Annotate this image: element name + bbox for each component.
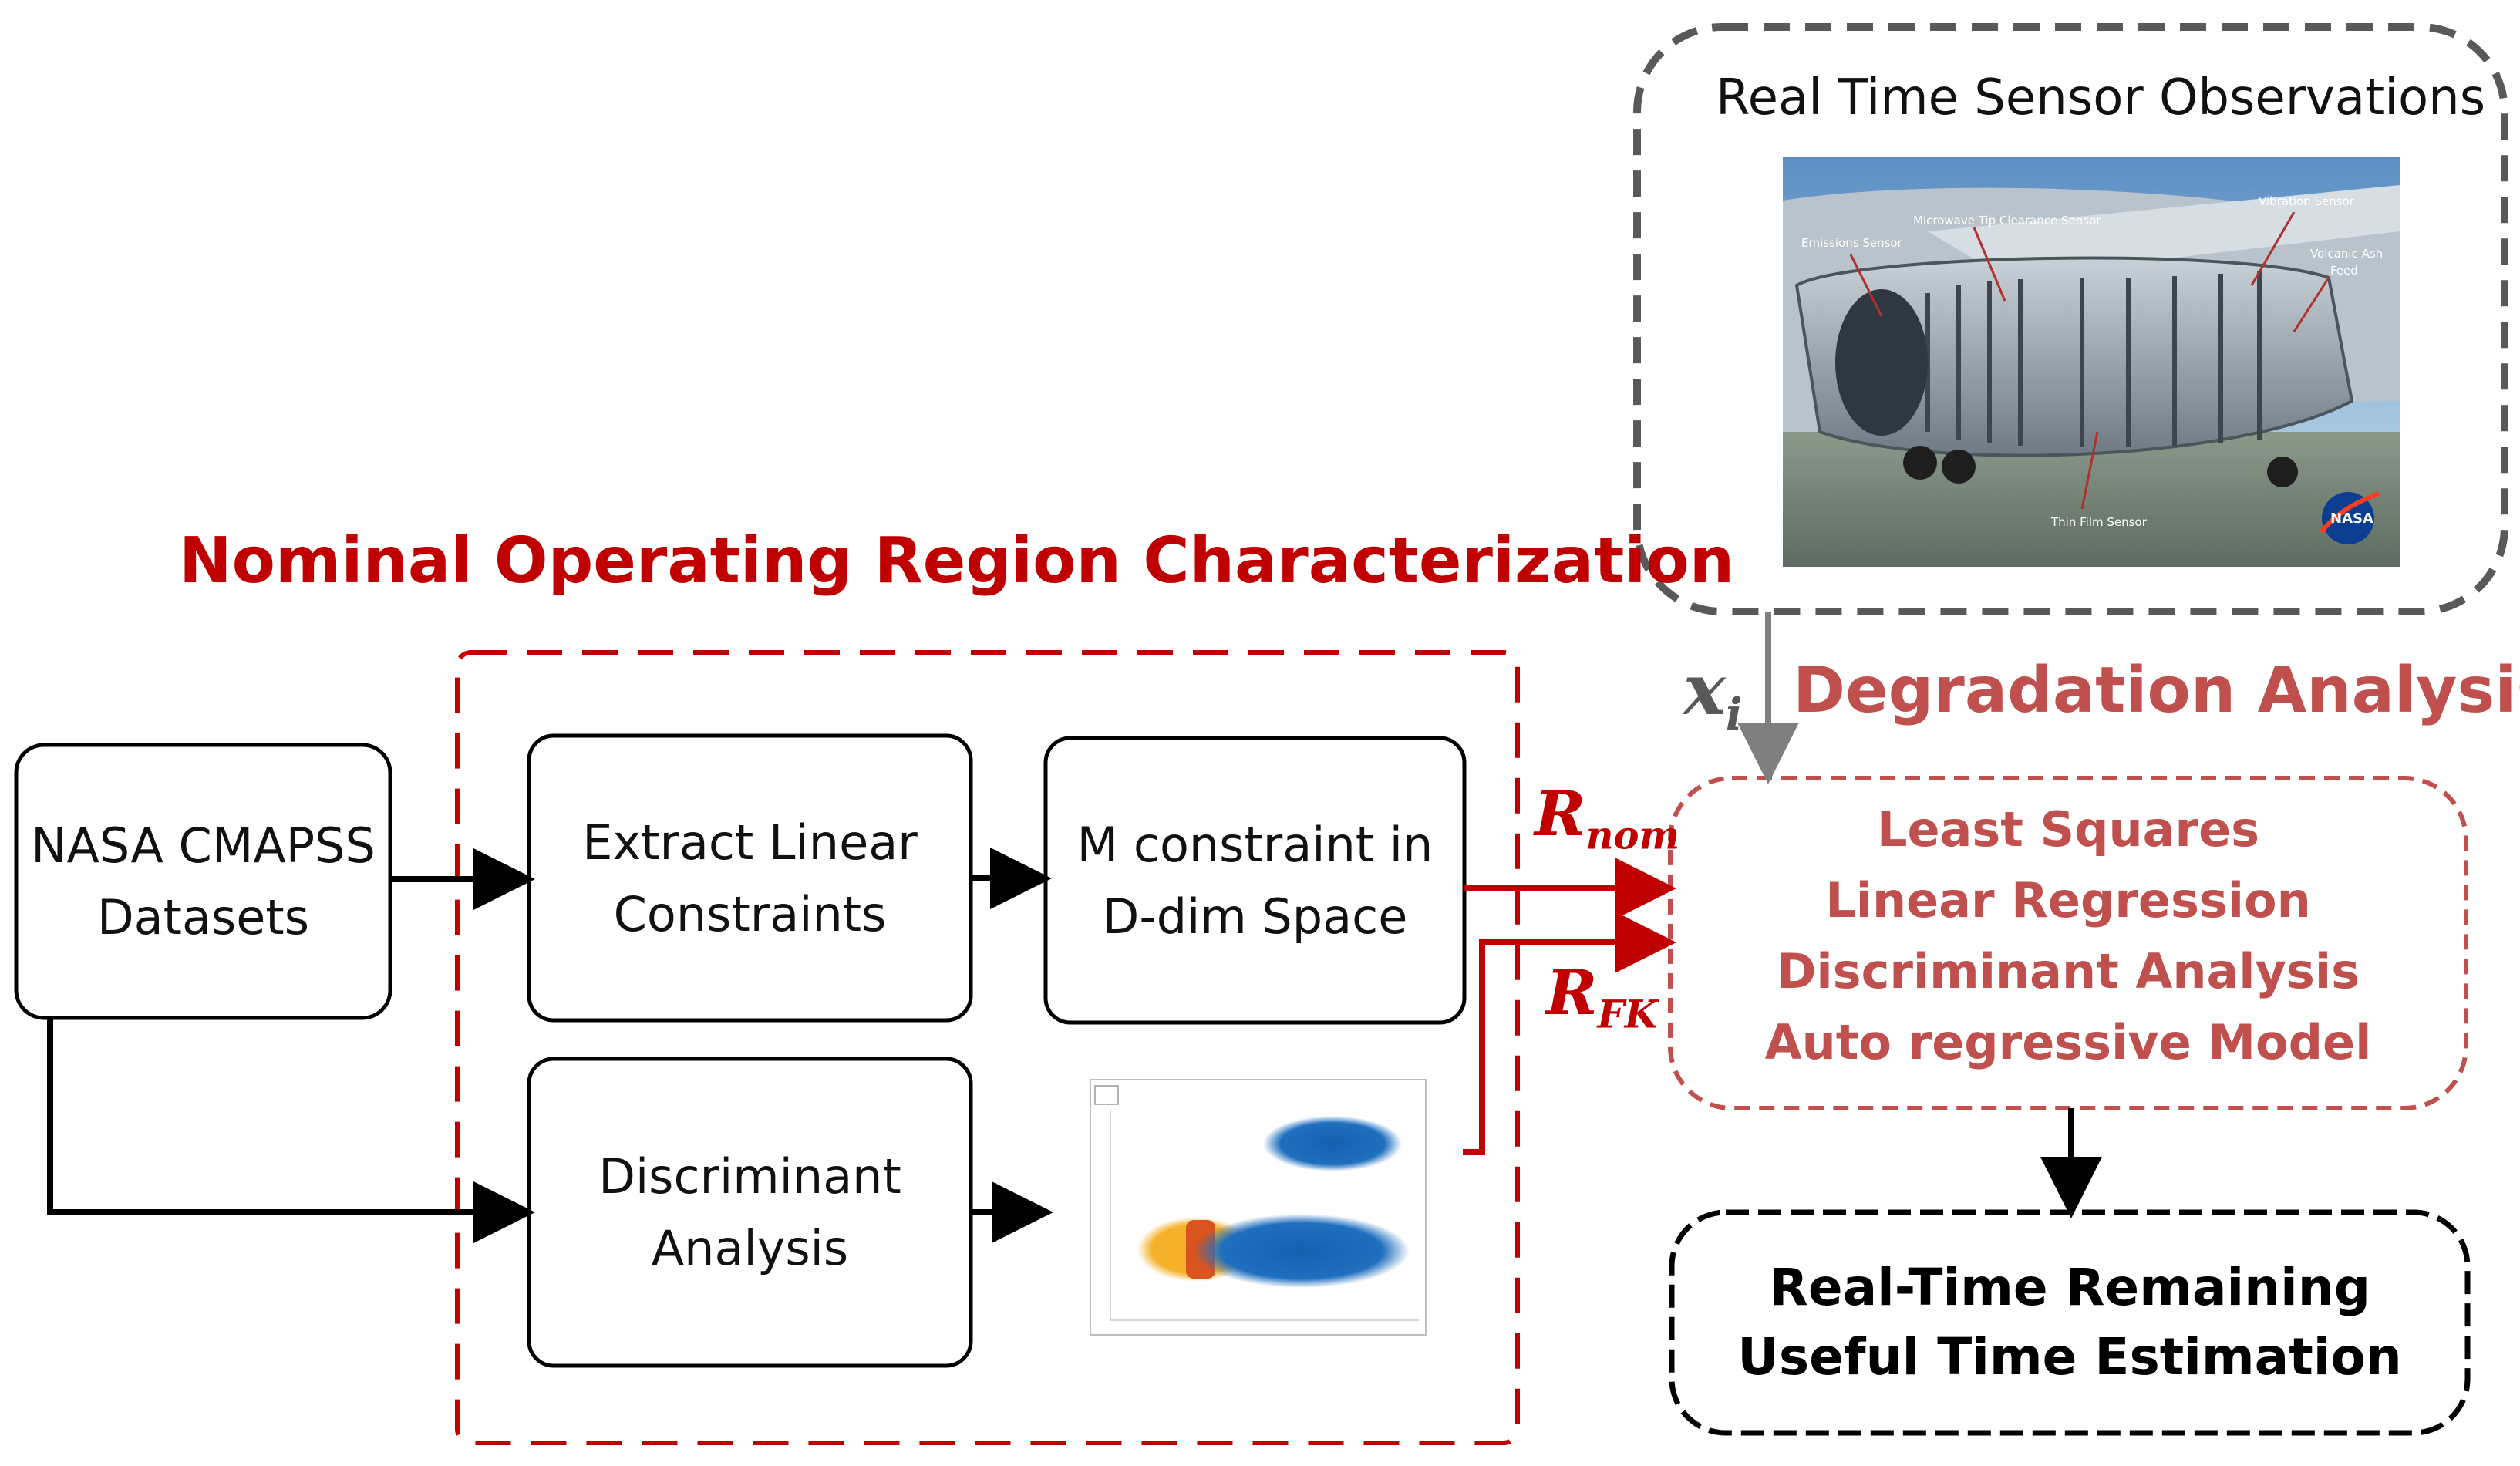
arrow-datasets-to-discriminant — [47, 1018, 535, 1243]
thin-film-sensor-label: Thin Film Sensor — [2051, 515, 2147, 529]
microwave-sensor-label: Microwave Tip Clearance Sensor — [1913, 214, 2101, 227]
method-linear-regression: Linear Regression — [1825, 872, 2311, 928]
discriminant-label: Discriminant Analysis — [529, 1059, 971, 1366]
constraint-line-1: M constraint in — [1076, 816, 1434, 873]
nominal-region-heading: Nominal Operating Region Characterizatio… — [179, 524, 1735, 598]
rnom-sub: nom — [1585, 812, 1680, 858]
constraint-line-2: D-dim Space — [1102, 888, 1408, 945]
rul-line-1: Real-Time Remaining — [1769, 1258, 2370, 1317]
vibration-sensor-label: Vibration Sensor — [2259, 194, 2354, 208]
nasa-logo-text: NASA — [2330, 511, 2373, 527]
rul-line-2: Useful Time Estimation — [1737, 1327, 2402, 1387]
datasets-line-2: Datasets — [96, 889, 310, 945]
rul-label: Real-Time Remaining Useful Time Estimati… — [1672, 1212, 2468, 1433]
method-least-squares: Least Squares — [1876, 801, 2260, 858]
jet-engine-cutaway-image — [1783, 157, 2400, 567]
extract-line-1: Extract Linear — [582, 814, 918, 871]
datasets-line-1: NASA CMAPSS — [31, 817, 376, 874]
arrow-rfk — [1463, 912, 1676, 1155]
method-discriminant-analysis: Discriminant Analysis — [1776, 943, 2360, 999]
rfk-base: R — [1546, 956, 1598, 1029]
nominal-region-frame — [455, 650, 1520, 1445]
datasets-label: NASA CMAPSS Datasets — [16, 745, 390, 1018]
xi-base: x — [1683, 648, 1726, 731]
xi-label: xi — [1683, 648, 1743, 740]
degradation-heading: Degradation Analysis — [1793, 654, 2520, 727]
xi-sub: i — [1725, 688, 1743, 740]
rfk-sub: FK — [1597, 991, 1658, 1037]
constraint-label: M constraint in D-dim Space — [1046, 738, 1464, 1023]
emissions-sensor-label: Emissions Sensor — [1801, 236, 1902, 250]
sensor-panel-title: Real Time Sensor Observations — [1716, 69, 2486, 126]
volcanic-ash-label: Volcanic Ash — [2310, 247, 2384, 261]
method-auto-regressive: Auto regressive Model — [1764, 1014, 2372, 1070]
extract-label: Extract Linear Constraints — [529, 736, 971, 1020]
discriminant-line-1: Discriminant — [598, 1148, 901, 1205]
nasa-logo-icon — [2322, 492, 2374, 544]
rnom-label: Rnom — [1535, 777, 1679, 858]
scatter-plot-thumbnail — [1090, 1079, 1427, 1336]
rfk-label: RFK — [1546, 956, 1658, 1036]
volcanic-ash-label-feed: Feed — [2330, 264, 2358, 278]
extract-line-2: Constraints — [613, 885, 887, 942]
degradation-methods: Least Squares Linear Regression Discrimi… — [1670, 794, 2466, 1078]
discriminant-line-2: Analysis — [651, 1220, 849, 1276]
rnom-base: R — [1535, 777, 1586, 850]
sensor-panel-frame — [1633, 23, 2508, 615]
